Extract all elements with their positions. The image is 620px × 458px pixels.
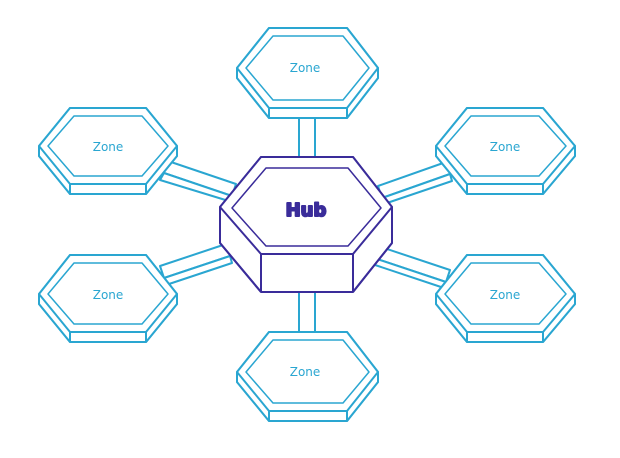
zone-lower-right-label: Zone [490,288,521,302]
zone-bottom-label: Zone [290,365,321,379]
zone-bottom-inner [245,339,370,404]
hub-side-faces [219,242,393,293]
zone-top: Zone [236,27,379,119]
zone-lower-right-inner [444,262,567,325]
connectors [159,109,453,336]
zone-top-inner [245,35,370,101]
hub-label: Hub [286,200,327,221]
zone-top-label: Zone [290,61,321,75]
zone-lower-left: Zone [38,254,178,343]
zone-upper-right: Zone [435,107,576,195]
zone-upper-left-label: Zone [93,140,124,154]
zone-lower-left-inner [47,262,169,325]
zone-bottom: Zone [236,331,379,422]
zone-lower-left-label: Zone [93,288,124,302]
zone-upper-left: Zone [38,107,178,195]
zone-upper-right-label: Zone [490,140,521,154]
zone-upper-left-inner [47,115,169,177]
zone-lower-right: Zone [435,254,576,343]
hub-node: Hub [219,156,393,293]
zone-upper-right-inner [444,115,567,177]
hub-inner-outline [231,167,382,247]
